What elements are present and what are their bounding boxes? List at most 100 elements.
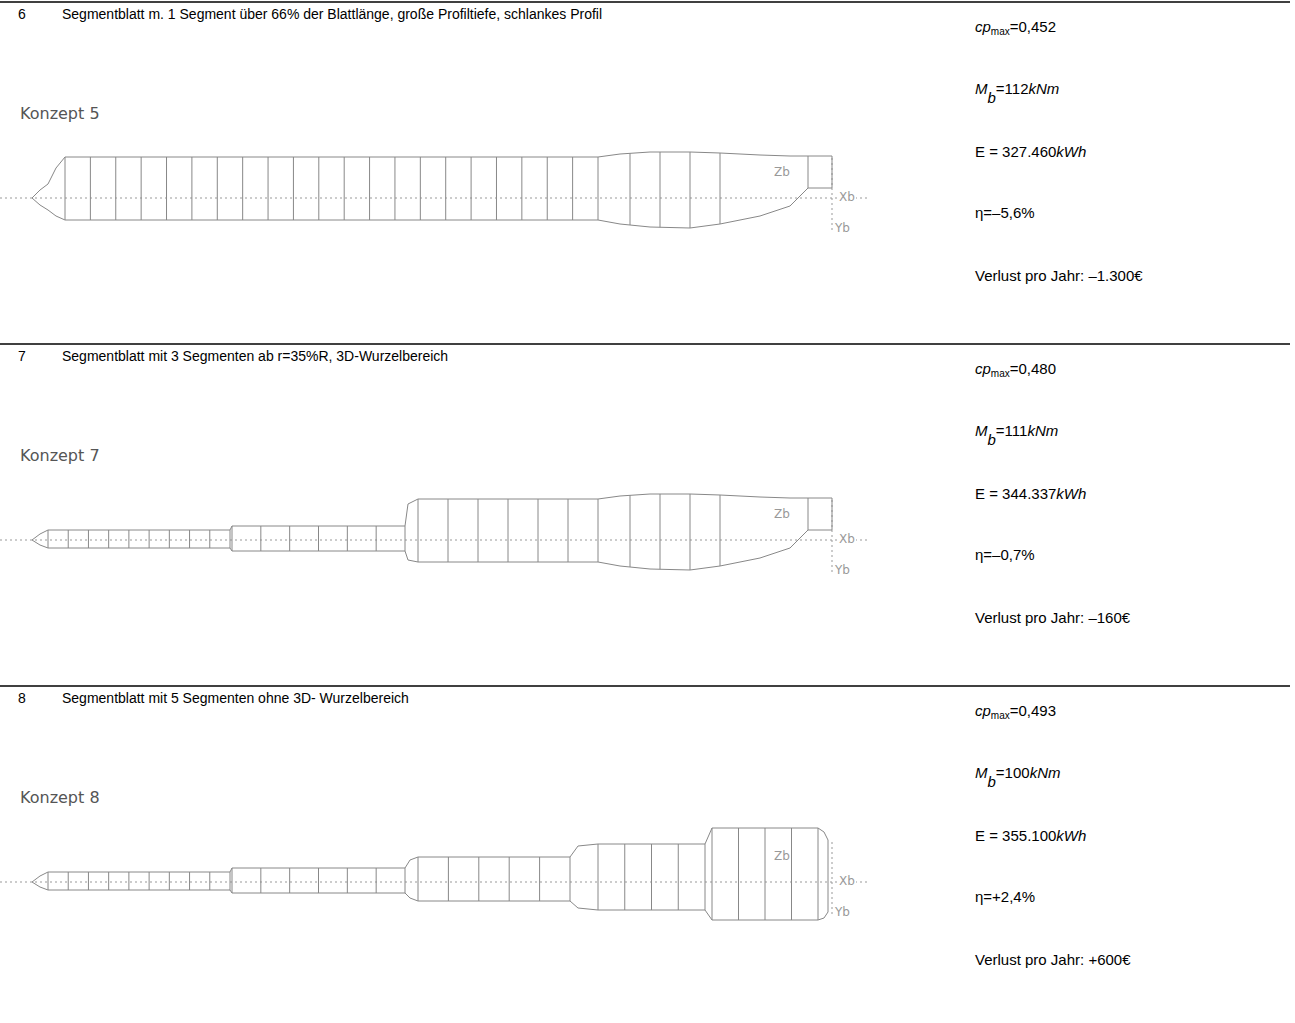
segment-rib [260,526,261,551]
segment-rib [791,828,792,920]
segment-rib [232,526,233,551]
blade-outline [32,828,828,920]
segment-rib [509,857,510,901]
segment-rib [166,157,167,220]
segment-rib [293,157,294,220]
stat-value: kNm [1027,422,1058,439]
stat-line: Mb=100kNm [975,764,1060,791]
segment-rib [478,857,479,901]
segment-rib [405,868,406,893]
stat-value: =100 [996,764,1030,781]
axis-label: Xb [838,875,856,888]
segment-rib [547,157,548,220]
stat-line: η=–0,7% [975,546,1035,564]
blade-outline [32,152,832,228]
row-rule [0,343,1290,345]
stat-value: Verlust pro Jahr: –160€ [975,609,1130,626]
segment-rib [169,872,170,890]
stat-value: =0,493 [1010,702,1056,719]
stat-line: η=–5,6% [975,204,1035,222]
segment-rib [68,872,69,890]
segment-rib [598,157,599,220]
segment-rib [230,530,231,548]
segment-rib [318,868,319,893]
segment-rib [660,152,661,227]
stat-line: η=+2,4% [975,888,1035,906]
segment-rib [289,526,290,551]
stat-value: E = 355.100 [975,827,1056,844]
segment-rib [630,153,631,225]
segment-rib [232,868,233,893]
segment-rib [48,872,49,890]
segment-rib [88,530,89,548]
concept-name: Konzept 8 [20,788,100,807]
blade-outline [32,494,832,570]
axis-label: Zb [773,508,791,521]
segment-rib [448,499,449,562]
segment-rib [508,499,509,562]
segment-rib [318,157,319,220]
segment-rib [394,157,395,220]
stat-value: b [988,773,996,790]
concept-description: Segmentblatt mit 5 Segmenten ohne 3D- Wu… [62,690,409,706]
stat-value: max [991,26,1010,37]
segment-rib [108,530,109,548]
segment-rib [705,844,706,910]
segment-rib [369,157,370,220]
blade-axis [0,198,870,199]
stat-value: Verlust pro Jahr: –1.300€ [975,267,1143,284]
stat-value: b [988,89,996,106]
segment-rib [209,530,210,548]
segment-rib [189,872,190,890]
stat-value: M [975,764,988,781]
segment-rib [598,844,599,910]
segment-rib [598,499,599,562]
stat-value: =112 [996,80,1029,97]
segment-rib [690,152,691,228]
concept-description: Segmentblatt mit 3 Segmenten ab r=35%R, … [62,348,448,364]
stat-value: =0,452 [1010,18,1056,35]
segment-rib [630,495,631,567]
stat-line: cpmax=0,480 [975,360,1056,383]
segment-rib [651,844,652,910]
segment-rib [420,157,421,220]
segment-rib [538,499,539,562]
segment-rib [570,857,571,901]
stat-value: kWh [1056,485,1086,502]
segment-rib [568,499,569,562]
stat-line: cpmax=0,452 [975,18,1056,41]
segment-rib [268,157,269,220]
axis-label: Yb [834,906,851,919]
stat-value: M [975,422,988,439]
segment-rib [496,157,497,220]
segment-rib [65,157,66,220]
segment-rib [108,872,109,890]
segment-rib [128,872,129,890]
segment-rib [209,872,210,890]
segment-rib [115,157,116,220]
segment-rib [418,857,419,901]
stat-value: Verlust pro Jahr: +600€ [975,951,1131,968]
segment-rib [678,844,679,910]
stat-value: cp [975,702,991,719]
axis-label: Xb [838,191,856,204]
segment-rib [347,526,348,551]
root-axis [832,842,833,914]
row-rule [0,685,1290,687]
segment-rib [149,872,150,890]
stat-value: η=–5,6% [975,204,1035,221]
stat-line: E = 355.100kWh [975,827,1086,845]
segment-rib [189,530,190,548]
concept-name: Konzept 7 [20,446,100,465]
segment-rib [448,857,449,901]
segment-rib [169,530,170,548]
segment-rib [765,828,766,920]
segment-rib [720,153,721,224]
stat-value: cp [975,360,991,377]
segment-rib [344,157,345,220]
segment-rib [738,828,739,920]
stat-value: η=–0,7% [975,546,1035,563]
stat-value: =0,480 [1010,360,1056,377]
stat-line: Verlust pro Jahr: –160€ [975,609,1130,627]
segment-rib [48,530,49,548]
